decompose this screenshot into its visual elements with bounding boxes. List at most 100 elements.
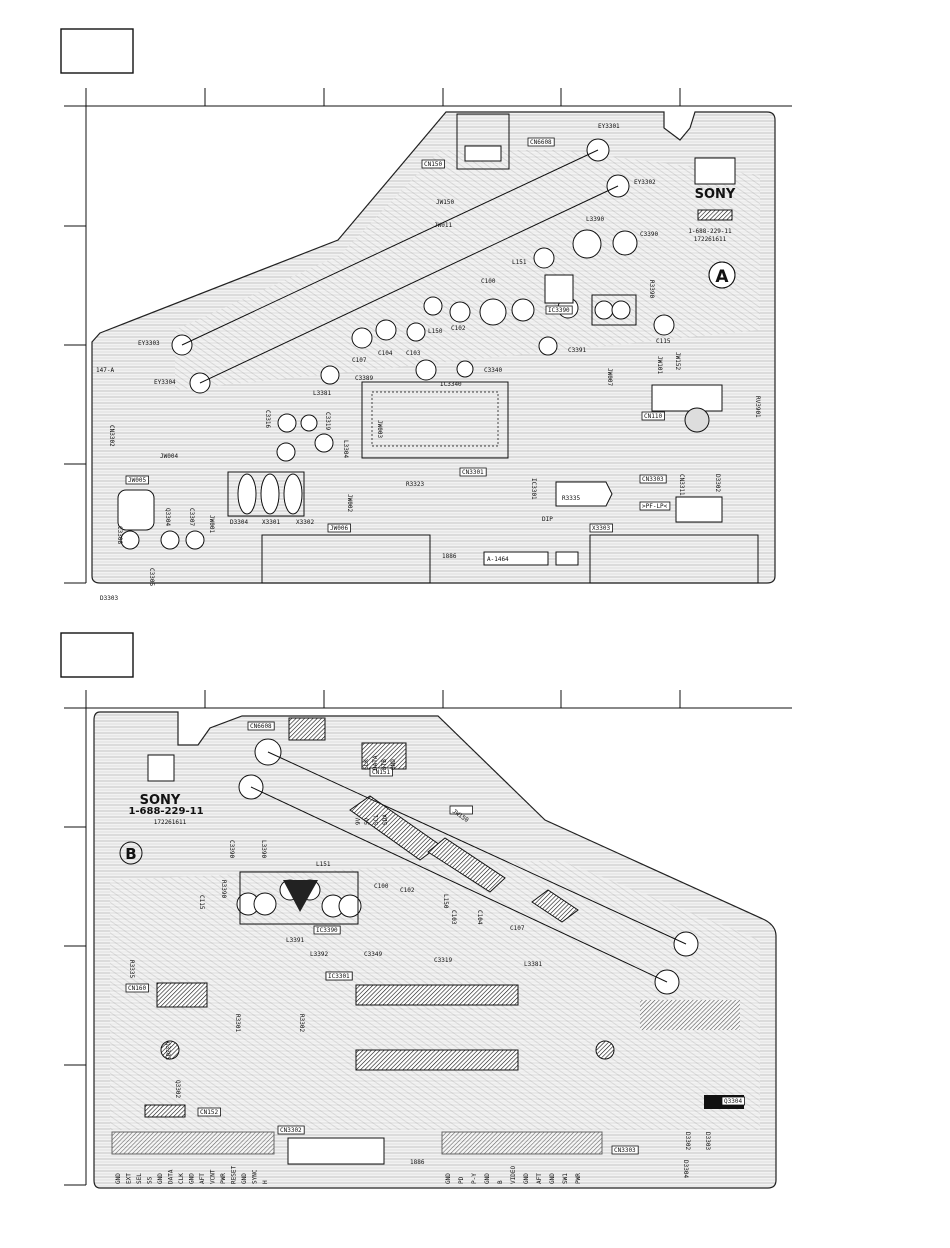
board-b-pin-right: GND: [445, 1173, 452, 1184]
board-a-label: JW003: [376, 420, 383, 438]
board-a-label: DIP: [542, 516, 553, 523]
board-b-pin-left: SEL: [136, 1173, 143, 1184]
board-b-label: IC3301: [328, 973, 350, 980]
board-a-label: C3307: [188, 508, 195, 526]
board-b-label: CN6608: [250, 723, 272, 730]
board-b-label: L3392: [310, 951, 328, 958]
board-b-label-box: [313, 925, 341, 935]
board-b-label: L151: [316, 861, 331, 868]
board-a-label: 147-A: [96, 367, 114, 374]
board-b-label-box: [125, 983, 149, 993]
board-a-label: C3319: [324, 412, 331, 430]
board-b-pin-right: GND: [549, 1173, 556, 1184]
board-b-signal-top: STB: [381, 759, 388, 770]
board-a-label: C100: [481, 278, 496, 285]
board-a-side-letter: A: [715, 267, 729, 287]
board-a-label-box: [527, 137, 555, 147]
board-a-label: JW002: [346, 494, 353, 512]
board-b-label: L3391: [286, 937, 304, 944]
board-a-label: A-1464: [487, 556, 509, 563]
board-b-label: CN3302: [280, 1127, 302, 1134]
board-a-label: D3304: [230, 519, 248, 526]
board-b-label-box: [277, 1125, 305, 1135]
board-a-label: CN3311: [678, 474, 685, 496]
board-b-pin-left: GND: [241, 1173, 248, 1184]
board-b-pin-right: PWR: [575, 1173, 582, 1184]
board-a-label: CN110: [644, 413, 662, 420]
board-a-label: L150: [428, 328, 443, 335]
board-a-label: D3302: [714, 474, 721, 492]
board-a-label: CN3302: [108, 425, 115, 447]
board-a-label-box: [545, 305, 573, 315]
board-a-label: X3302: [296, 519, 314, 526]
board-b-pin-left: SS: [147, 1176, 154, 1184]
board-a-label: R3335: [562, 495, 580, 502]
board-b-label: C3319: [434, 957, 452, 964]
board-a-label: CN3303: [642, 476, 664, 483]
board-b-label: Q3303: [164, 1042, 171, 1060]
board-a-label-box: [125, 475, 149, 485]
board-b-pin-right: P-Y: [471, 1173, 478, 1184]
board-b-label: C102: [400, 887, 415, 894]
board-b-brand: SONY: [140, 793, 181, 808]
board-b-signal-mid: 5V: [364, 817, 371, 825]
board-b-pin-left: RESET: [231, 1166, 238, 1184]
board-a-label: JW005: [128, 477, 146, 484]
board-a-sub-number: 172261611: [694, 236, 727, 243]
board-b-label: D3304: [682, 1160, 689, 1178]
board-a-label: C102: [451, 325, 466, 332]
board-b-label: C100: [374, 883, 389, 890]
board-a-label: C103: [406, 350, 421, 357]
board-a-label: EY3302: [634, 179, 656, 186]
board-b-label: C115: [198, 895, 205, 910]
board-a-tag-box: [60, 28, 134, 74]
board-a-label: IC3340: [440, 381, 462, 388]
board-a-label: CN3301: [462, 469, 484, 476]
board-a-label: JW011: [434, 222, 452, 229]
board-b-label: Q3302: [174, 1080, 181, 1098]
board-b-signal-mid: SDA: [382, 814, 389, 825]
board-b-tag-box: [60, 632, 134, 678]
board-a-label: L3390: [586, 216, 604, 223]
board-a-label-box: [459, 467, 487, 477]
board-b-label: R3335: [128, 960, 135, 978]
board-a-label: JW007: [606, 368, 613, 386]
board-b-label-box: [721, 1096, 745, 1106]
board-a-label: C3389: [355, 375, 373, 382]
board-b-pin-left: H: [262, 1180, 269, 1184]
board-a-label: L151: [512, 259, 527, 266]
board-b-label-box: [247, 721, 275, 731]
board-a-label: C115: [656, 338, 671, 345]
board-b-grid-ruler: [64, 690, 792, 1186]
board-a-label: CN150: [424, 161, 442, 168]
board-a-label: IC3301: [530, 478, 537, 500]
board-b-pin-left: AFT: [199, 1173, 206, 1184]
board-b-pin-left: GND: [157, 1173, 164, 1184]
board-b-label-box: [197, 1107, 221, 1117]
board-a-label-box: [421, 159, 445, 169]
board-a-labels: EY3301EY3302EY3303EY3304CN6608CN150JW150…: [96, 123, 761, 602]
board-a-label: C3340: [484, 367, 502, 374]
board-a-label: D3303: [100, 595, 118, 602]
board-b-label: L150: [442, 894, 449, 909]
board-a-part-number: 1-688-229-11: [688, 228, 732, 235]
board-a-label: JW101: [656, 356, 663, 374]
board-b-signal-top: DATA: [372, 755, 379, 770]
board-b-side-letter: B: [125, 845, 136, 863]
board-b-label: C3390: [228, 840, 235, 858]
board-b-label: C104: [476, 910, 483, 925]
board-a-label-box: [327, 523, 351, 533]
board-a-label: IC3390: [548, 307, 570, 314]
board-b-pin-right: GND: [484, 1173, 491, 1184]
board-b-pin-left: EXT: [126, 1173, 133, 1184]
board-b-pin-left: GND: [189, 1173, 196, 1184]
board-a-label: EY3304: [154, 379, 176, 386]
board-b-pin-right: VIDEO: [510, 1166, 517, 1184]
board-a-label: C104: [378, 350, 393, 357]
board-a-label: L3381: [313, 390, 331, 397]
board-b-label: R3301: [234, 1014, 241, 1032]
board-b-label: C107: [510, 925, 525, 932]
